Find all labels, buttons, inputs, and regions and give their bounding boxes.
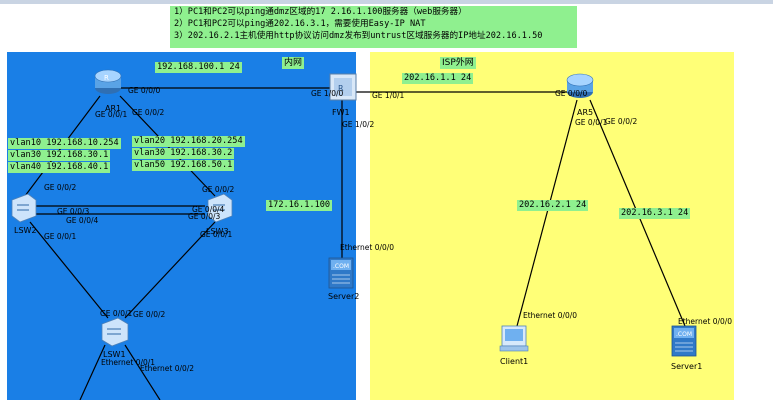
server2-server-icon[interactable]: .COM: [328, 257, 354, 289]
task-line-2: 2）PC1和PC2可以ping通202.16.3.1，需要使用Easy-IP N…: [174, 19, 426, 29]
if-ar5-g001: GE 0/0/1: [575, 118, 608, 127]
ar1-router-icon[interactable]: R: [94, 69, 122, 94]
if-lsw1-g001: GE 0/0/1: [100, 309, 133, 318]
link-lsw1-pc1: [79, 344, 106, 400]
address-server-net: 202.16.3.1 24: [619, 208, 691, 219]
lsw2-vlan-2: vlan30 192.168.30.1: [8, 150, 111, 161]
svg-text:R: R: [104, 74, 109, 82]
task-line-3: 3）202.16.2.1主机使用http协议访问dmz发布到untrust区域服…: [174, 31, 543, 41]
if-lsw3-g004: GE 0/0/4: [192, 205, 225, 214]
device-client1-label: Client1: [500, 357, 529, 366]
device-fw1-label: FW1: [332, 108, 350, 117]
ar5-router-icon[interactable]: [566, 73, 594, 98]
if-lsw2-g003: GE 0/0/3: [57, 207, 90, 216]
if-fw1-g102: GE 1/0/2: [342, 120, 375, 129]
lsw2-switch-icon[interactable]: [11, 193, 37, 223]
inner-zone: [7, 52, 356, 400]
device-server2-label: Server2: [328, 292, 360, 301]
task-line-1: 1）PC1和PC2可以ping通dmz区域的17 2.16.1.100服务器（w…: [174, 7, 467, 17]
if-lsw3-g001: GE 0/0/1: [200, 230, 233, 239]
address-ar1-fw1: 192.168.100.1 24: [155, 62, 242, 73]
svg-text:R: R: [338, 84, 344, 93]
if-lsw3-g002: GE 0/0/2: [202, 185, 235, 194]
device-lsw2-label: LSW2: [14, 226, 37, 235]
if-lsw1-eth002: Ethernet 0/0/2: [140, 364, 195, 373]
task-requirements-box: 1）PC1和PC2可以ping通dmz区域的17 2.16.1.100服务器（w…: [170, 6, 577, 48]
address-dmz: 172.16.1.100: [266, 200, 333, 211]
address-client-net: 202.16.2.1 24: [517, 200, 589, 211]
if-fw1-g101: GE 1/0/1: [372, 91, 405, 100]
link-lsw1-pc2: [124, 344, 161, 400]
server1-server-icon[interactable]: .COM: [671, 325, 697, 357]
if-lsw2-g004: GE 0/0/4: [66, 216, 99, 225]
if-client1-eth: Ethernet 0/0/0: [523, 311, 578, 320]
device-ar5-label: AR5: [577, 108, 594, 117]
link-lsw3-lsw1: [124, 221, 216, 319]
if-ar5-g000: GE 0/0/0: [555, 89, 588, 98]
if-ar1-g000: GE 0/0/0: [128, 86, 161, 95]
if-fw1-g100: GE 1/0/0: [311, 89, 344, 98]
lsw3-vlan-2: vlan30 192.168.30.2: [132, 148, 235, 159]
if-lsw1-g002: GE 0/0/2: [133, 310, 166, 319]
if-ar5-g002: GE 0/0/2: [605, 117, 638, 126]
device-ar1-label: AR1: [105, 104, 122, 113]
address-fw1-ar5: 202.16.1.1 24: [402, 73, 474, 84]
if-server2-eth: Ethernet 0/0/0: [340, 243, 395, 252]
if-ar1-g002: GE 0/0/2: [132, 108, 165, 117]
if-lsw3-g003: GE 0/0/3: [188, 212, 221, 221]
device-lsw1-label: LSW1: [103, 350, 126, 359]
fw1-firewall-icon[interactable]: R: [329, 73, 357, 101]
inner-zone-label: 内网: [282, 57, 305, 69]
svg-text:.COM: .COM: [676, 331, 692, 338]
device-server1-label: Server1: [671, 362, 703, 371]
window-top-strip: [0, 0, 773, 4]
if-lsw2-g002: GE 0/0/2: [44, 183, 77, 192]
link-ar5-client1: [516, 99, 578, 327]
lsw3-switch-icon[interactable]: [207, 193, 233, 223]
lsw3-vlan-1: vlan20 192.168.20.254: [132, 136, 245, 147]
if-lsw1-eth001: Ethernet 0/0/1: [101, 358, 156, 367]
client1-client-icon[interactable]: [499, 325, 529, 352]
svg-text:.COM: .COM: [333, 263, 349, 270]
device-lsw3-label: LSW3: [206, 227, 229, 236]
link-lsw2-lsw1: [29, 221, 109, 319]
if-server1-eth: Ethernet 0/0/0: [678, 317, 733, 326]
if-lsw2-g001: GE 0/0/1: [44, 232, 77, 241]
links: [24, 87, 686, 400]
lsw3-vlan-3: vlan50 192.168.50.1: [132, 160, 235, 171]
lsw2-vlan-1: vlan10 192.168.10.254: [8, 138, 121, 149]
lsw2-vlan-3: vlan40 192.168.40.1: [8, 162, 111, 173]
if-ar1-g001: GE 0/0/1: [95, 110, 128, 119]
lsw1-switch-icon[interactable]: [101, 317, 129, 347]
isp-zone-label: ISP外网: [440, 57, 476, 69]
